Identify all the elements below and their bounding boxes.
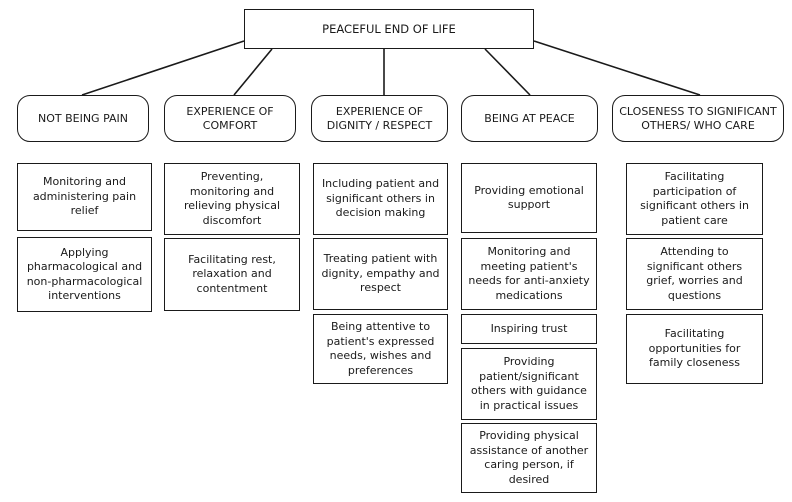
item-text: Preventing, monitoring and relieving phy…	[183, 170, 281, 227]
item-text: Providing patient/significant others wit…	[471, 355, 587, 412]
category-closeness-to-significant-others: CLOSENESS TO SIGNIFICANT OTHERS/ WHO CAR…	[612, 95, 784, 142]
item-box: Attending to significant others grief, w…	[626, 238, 763, 310]
item-box: Being attentive to patient's expressed n…	[313, 314, 448, 384]
category-title: EXPERIENCE OF COMFORT	[186, 104, 274, 132]
category-not-being-pain: NOT BEING PAIN	[17, 95, 149, 142]
item-box: Monitoring and meeting patient's needs f…	[461, 238, 597, 310]
item-box: Inspiring trust	[461, 314, 597, 344]
item-box: Including patient and significant others…	[313, 163, 448, 235]
item-text: Attending to significant others grief, w…	[646, 245, 743, 302]
item-box: Applying pharmacological and non-pharmac…	[17, 237, 152, 312]
item-box: Providing patient/significant others wit…	[461, 348, 597, 420]
connector-root-to-cat-1	[81, 40, 245, 96]
item-text: Facilitating rest, relaxation and conten…	[188, 252, 276, 295]
connector-root-to-cat-5	[533, 40, 701, 96]
item-text: Providing emotional support	[474, 183, 584, 212]
item-text: Facilitating opportunities for family cl…	[648, 327, 741, 370]
item-text: Being attentive to patient's expressed n…	[326, 320, 435, 377]
item-box: Facilitating rest, relaxation and conten…	[164, 238, 300, 311]
item-text: Providing physical assistance of another…	[469, 429, 589, 486]
item-box: Facilitating opportunities for family cl…	[626, 314, 763, 384]
item-box: Treating patient with dignity, empathy a…	[313, 238, 448, 310]
item-text: Inspiring trust	[490, 321, 568, 335]
root-node: PEACEFUL END OF LIFE	[244, 9, 534, 49]
category-being-at-peace: BEING AT PEACE	[461, 95, 598, 142]
item-box: Providing physical assistance of another…	[461, 423, 597, 493]
item-text: Applying pharmacological and non-pharmac…	[26, 245, 143, 303]
item-box: Preventing, monitoring and relieving phy…	[164, 163, 300, 235]
category-title: BEING AT PEACE	[484, 111, 575, 125]
category-title: CLOSENESS TO SIGNIFICANT OTHERS/ WHO CAR…	[619, 104, 777, 132]
category-experience-of-comfort: EXPERIENCE OF COMFORT	[164, 95, 296, 142]
connector-root-to-cat-4	[484, 48, 531, 96]
item-text: Including patient and significant others…	[321, 177, 440, 220]
category-title: NOT BEING PAIN	[37, 111, 129, 125]
connector-root-to-cat-2	[233, 48, 273, 96]
item-text: Monitoring and administering pain relief	[32, 175, 137, 218]
item-box: Facilitating participation of significan…	[626, 163, 763, 235]
category-dignity-respect: EXPERIENCE OF DIGNITY / RESPECT	[311, 95, 448, 142]
item-text: Monitoring and meeting patient's needs f…	[468, 245, 590, 302]
item-box: Providing emotional support	[461, 163, 597, 233]
item-box: Monitoring and administering pain relief	[17, 163, 152, 231]
root-label: PEACEFUL END OF LIFE	[322, 22, 456, 36]
item-text: Facilitating participation of significan…	[640, 170, 749, 227]
item-text: Treating patient with dignity, empathy a…	[321, 252, 440, 295]
category-title: EXPERIENCE OF DIGNITY / RESPECT	[326, 104, 433, 132]
